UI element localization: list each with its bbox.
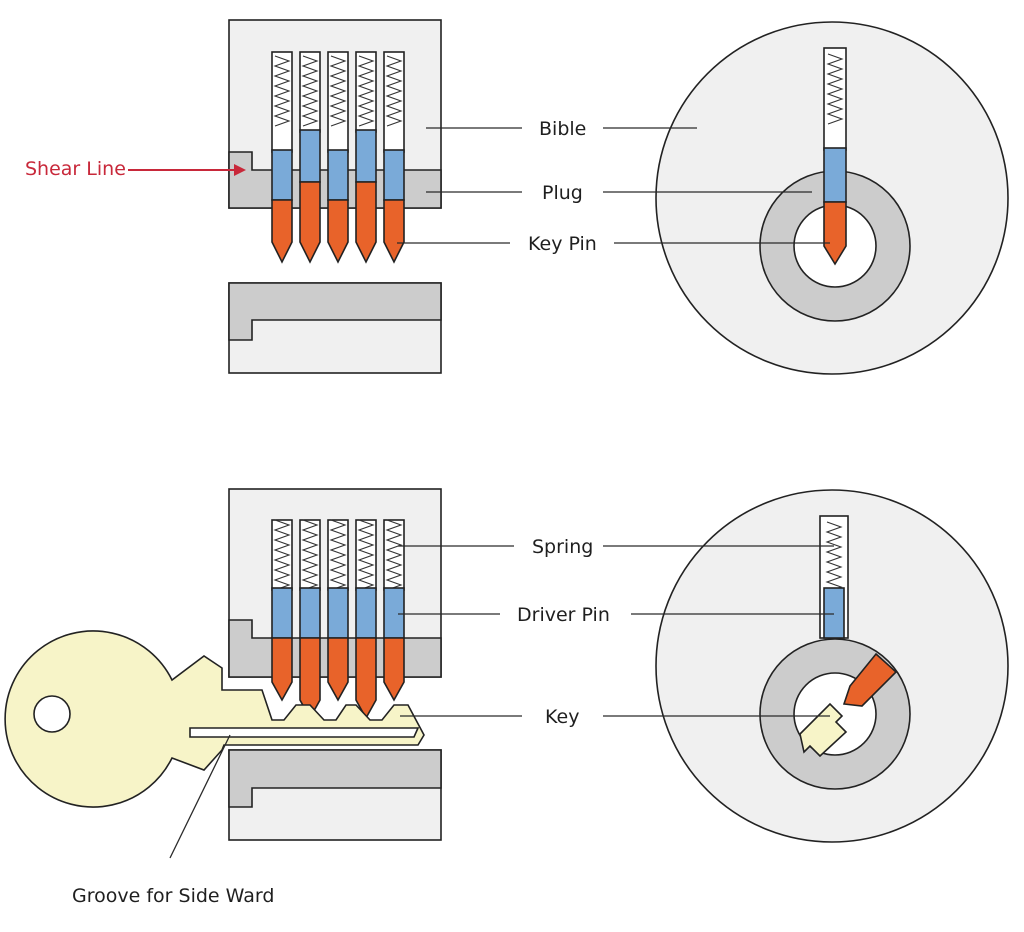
key-pin	[299, 181, 321, 264]
key-pin	[383, 199, 405, 264]
bottom-pin-stack	[327, 519, 349, 702]
key-pin	[355, 637, 377, 720]
key-pin	[299, 637, 321, 720]
spring-label: Spring	[532, 536, 593, 558]
bottom-end-view	[655, 489, 1009, 843]
bottom-labels: Spring Driver Pin Key Groove for Side Wa…	[72, 536, 834, 907]
bottom-pin-stack	[299, 519, 321, 720]
key-bow-hole	[33, 695, 71, 733]
driver-pin	[271, 587, 293, 639]
shear-line-label: Shear Line	[25, 158, 126, 180]
top-labels: Bible Plug Key Pin	[397, 118, 830, 255]
driver-pin	[355, 587, 377, 639]
top-pin-stacks	[271, 51, 405, 264]
key-pin	[271, 199, 293, 264]
key-pin	[823, 201, 847, 266]
top-pin-stack	[383, 51, 405, 264]
top-pin-stack	[271, 51, 293, 264]
driver-pin	[823, 587, 845, 639]
bottom-pin-stack	[271, 519, 293, 702]
driver-pin	[327, 149, 349, 201]
key-pin-label: Key Pin	[528, 233, 597, 255]
bottom-pin-stack	[383, 519, 405, 702]
driver-pin	[299, 587, 321, 639]
driver-pin	[271, 149, 293, 201]
key-end-profile	[799, 702, 848, 758]
top-side-view: Shear Line	[25, 19, 442, 374]
key-pin	[327, 199, 349, 264]
plug-label: Plug	[542, 182, 583, 204]
driver-pin	[383, 149, 405, 201]
key-label: Key	[545, 706, 579, 728]
driver-pin-label: Driver Pin	[517, 604, 610, 626]
key-pin	[383, 637, 405, 702]
side-ward-groove	[189, 727, 420, 738]
bottom-pin-stacks	[271, 519, 405, 720]
driver-pin	[299, 129, 321, 183]
key-pin	[271, 637, 293, 702]
top-lower-plug	[228, 282, 442, 341]
top-pin-stack	[327, 51, 349, 264]
driver-pin	[823, 147, 847, 203]
key-body	[4, 630, 425, 808]
key-pin	[355, 181, 377, 264]
key-pin	[327, 637, 349, 702]
driver-pin	[327, 587, 349, 639]
top-end-view	[655, 21, 1009, 375]
driver-pin	[355, 129, 377, 183]
top-pin-stack	[299, 51, 321, 264]
driver-pin	[383, 587, 405, 639]
bottom-pin-stack	[355, 519, 377, 720]
key-pin	[842, 652, 898, 707]
shear-line-arrow-icon	[128, 164, 246, 176]
bible-label: Bible	[539, 118, 586, 140]
bottom-side-view	[4, 488, 442, 841]
top-pin-stack	[355, 51, 377, 264]
bottom-lower-plug	[228, 749, 442, 808]
groove-label: Groove for Side Ward	[72, 885, 274, 907]
